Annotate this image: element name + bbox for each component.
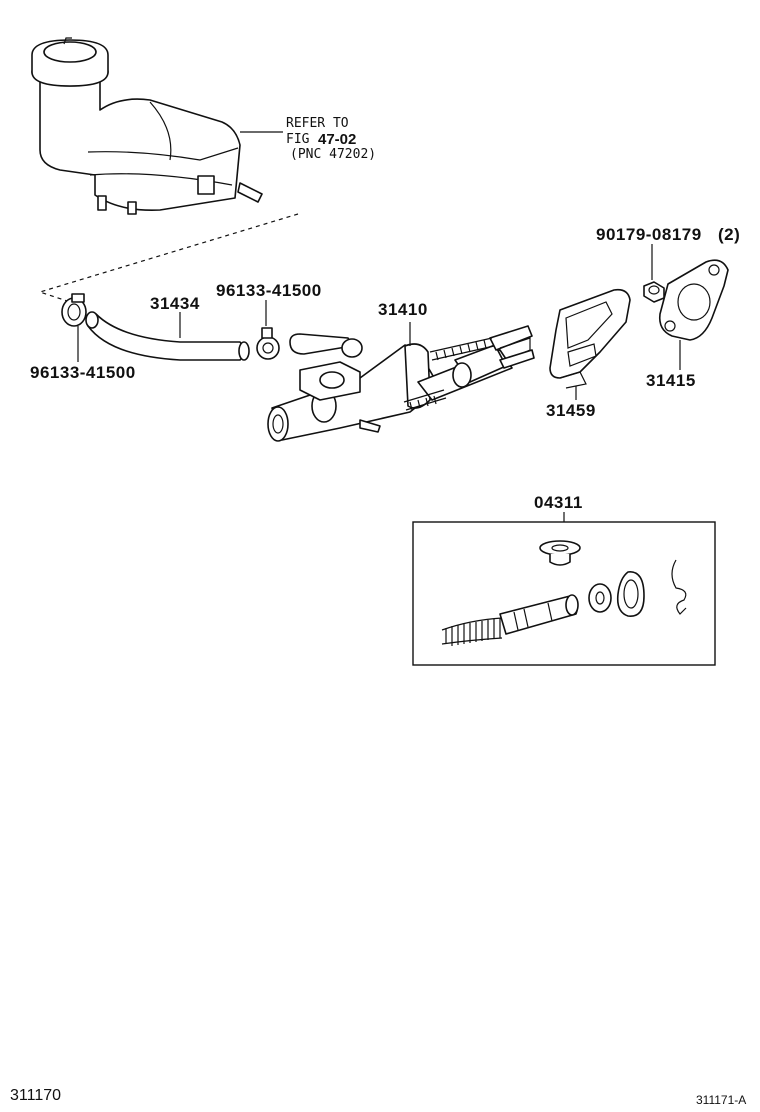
label-master-cylinder: 31410 [378, 300, 428, 319]
kit-contents [441, 540, 687, 646]
footer-right: 311171-A [696, 1093, 746, 1107]
label-kit: 04311 [534, 493, 583, 512]
label-gasket: 31415 [646, 371, 696, 390]
studs [403, 337, 495, 411]
nut [643, 281, 665, 303]
label-clamp-left: 96133-41500 [30, 363, 136, 382]
reference-line1: REFER TO [286, 116, 349, 131]
label-hose: 31434 [150, 294, 200, 313]
reservoir-tank [39, 79, 263, 215]
label-bracket: 31459 [546, 401, 596, 420]
bracket [549, 288, 631, 389]
reference-line2-num: 47-02 [318, 131, 356, 148]
label-clamp-right: 96133-41500 [216, 281, 322, 300]
clamp-right [256, 327, 280, 360]
footer-left: 311170 [10, 1087, 61, 1104]
gasket [658, 259, 729, 341]
connection-line [38, 213, 299, 303]
clamp-left [61, 293, 87, 327]
master-cylinder [267, 325, 535, 442]
reference-note: REFER TO FIG 47-02 (PNC 47202) [286, 116, 376, 162]
reservoir-cap [31, 37, 109, 87]
reference-line2-prefix: FIG [286, 132, 310, 147]
label-nut: 90179-08179 [596, 225, 702, 244]
reference-line3: (PNC 47202) [290, 147, 376, 162]
label-nut-qty: (2) [718, 225, 740, 244]
hose [85, 311, 250, 361]
